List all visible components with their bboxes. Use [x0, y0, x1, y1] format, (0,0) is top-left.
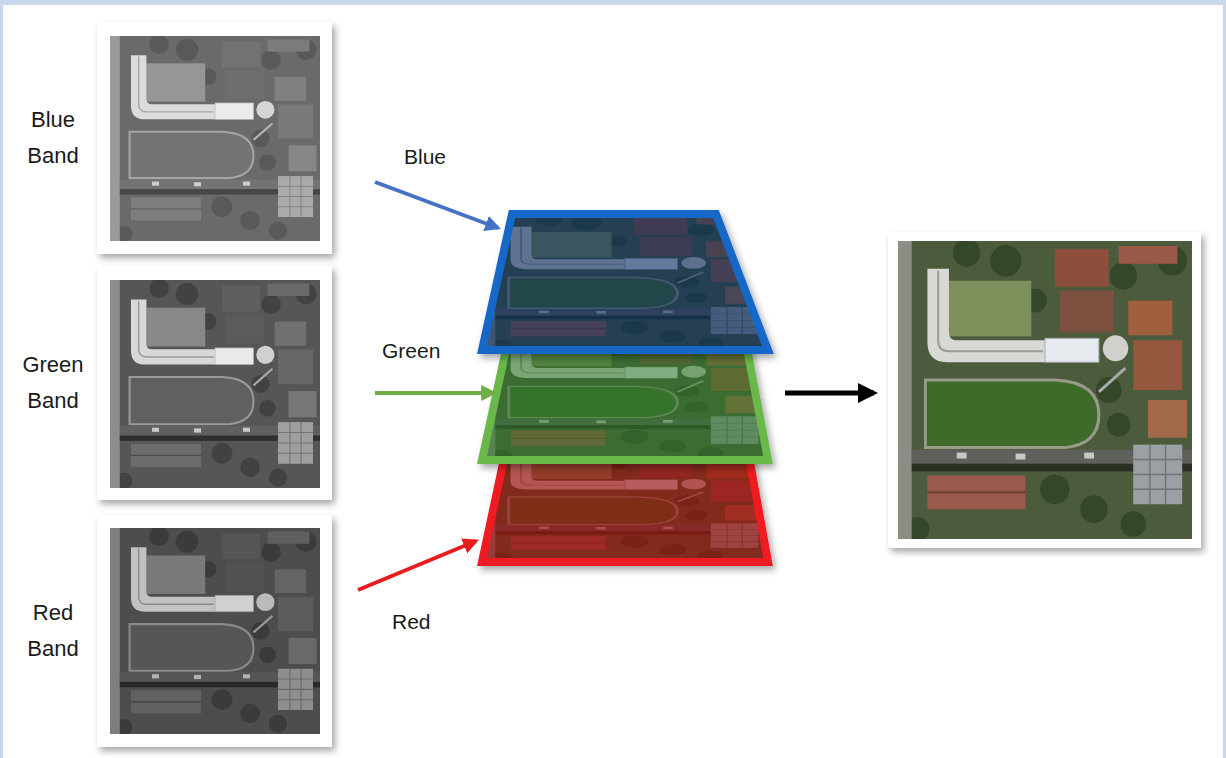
band-arrow: [375, 391, 494, 395]
band-arrow-label: Blue: [404, 144, 446, 170]
band-arrow-label: Green: [382, 338, 440, 364]
photo-frame: [888, 232, 1201, 548]
band-arrow: [375, 182, 498, 228]
band-photo: [97, 22, 332, 254]
photo: [110, 35, 320, 243]
side-bar: [1223, 0, 1226, 758]
node-label-column: Blue Band: [6, 22, 100, 254]
node-label-column: Green Band: [6, 266, 100, 500]
photo-frame: [97, 515, 332, 747]
photo-frame: [97, 266, 332, 500]
top-bar: [0, 0, 1226, 5]
node-label-column: Red Band: [6, 515, 100, 747]
band-name: Green Band: [22, 347, 83, 419]
layer-photo: [482, 213, 768, 351]
photo: [110, 527, 320, 736]
band-arrow: [358, 541, 476, 590]
band-image-node: Green Band: [6, 266, 332, 500]
band-name: Blue Band: [27, 102, 78, 174]
band-name: Red Band: [27, 595, 78, 667]
band-image-node: Red Band: [6, 515, 332, 747]
layer-tint: [482, 214, 768, 350]
photo: [110, 279, 320, 490]
side-bar: [0, 0, 3, 758]
band-image-node: Blue Band: [6, 22, 332, 254]
haze: [110, 36, 320, 241]
blue-layer: [482, 213, 768, 351]
band-arrow-label: Red: [392, 609, 431, 635]
band-photo: [97, 266, 332, 500]
layer-border: [482, 214, 768, 350]
composite-photo: [888, 232, 1201, 548]
composite-arrow: [785, 391, 874, 396]
band-photo: [97, 515, 332, 747]
photo-frame: [97, 22, 332, 254]
shade: [110, 528, 320, 734]
photo: [898, 239, 1192, 541]
